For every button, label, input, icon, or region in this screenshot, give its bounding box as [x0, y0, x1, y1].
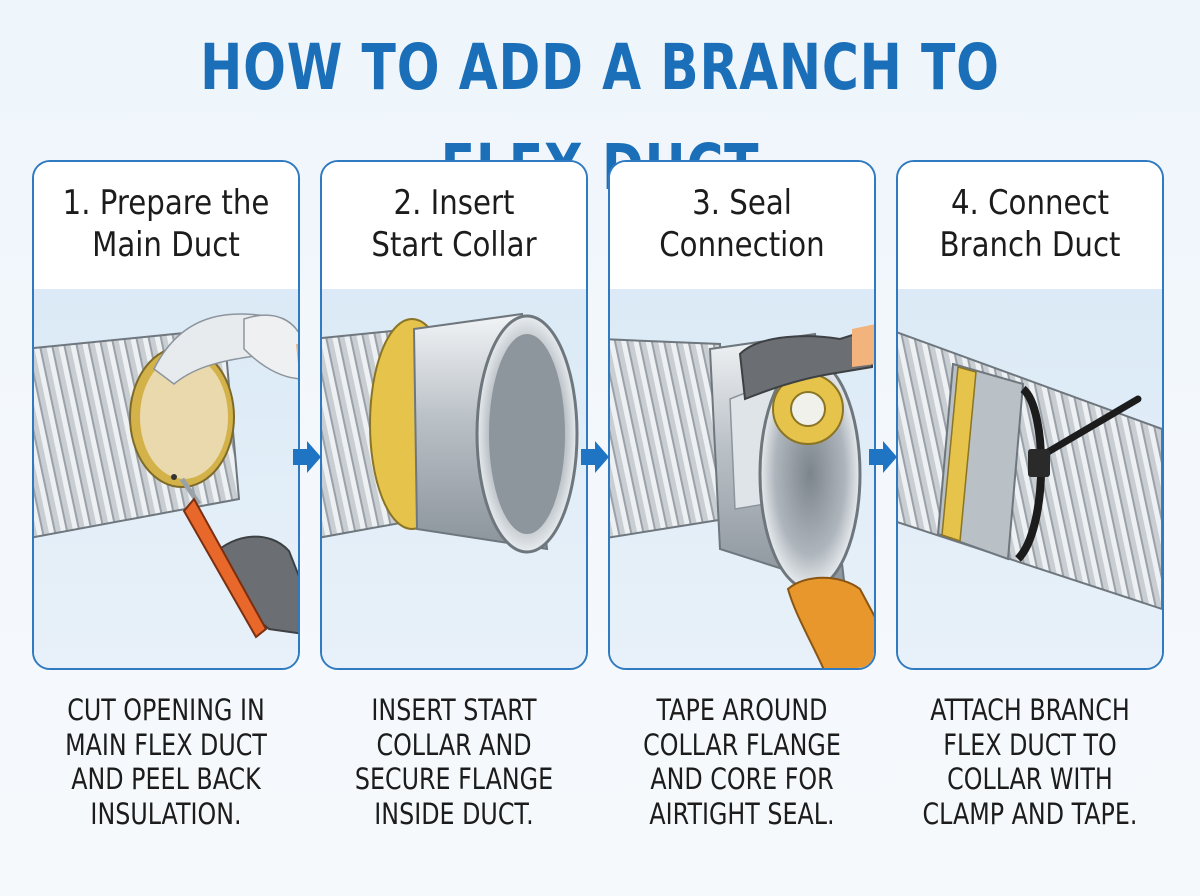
step-1-caption-line: CUT OPENING IN: [67, 693, 265, 727]
start-collar-icon: [369, 312, 579, 554]
right-arrow-icon: [869, 441, 897, 473]
gloved-hand-icon: [212, 314, 298, 635]
right-arrow-icon: [293, 441, 321, 473]
step-3-caption-line: TAPE AROUND: [656, 693, 828, 727]
step-2-caption-line: COLLAR AND: [376, 727, 532, 762]
step-4-heading: 4. Connect Branch Duct: [916, 182, 1143, 266]
step-4-illustration: [898, 289, 1162, 668]
step-4-caption-line: CLAMP AND TAPE.: [922, 796, 1138, 831]
flex-duct-icon: [610, 338, 727, 539]
step-2-heading: 2. Insert Start Collar: [340, 182, 567, 266]
step-4-caption-line: COLLAR WITH: [947, 762, 1113, 796]
step-2-heading-line-1: 2. Insert: [393, 183, 515, 223]
step-2-caption-line: INSERT START: [371, 693, 537, 727]
right-arrow-icon: [581, 441, 609, 473]
step-3-caption-line: AND CORE FOR: [650, 762, 834, 796]
step-2-caption: INSERT START COLLAR AND SECURE FLANGE IN…: [335, 693, 573, 831]
step-1-heading-line-1: 1. Prepare the: [62, 183, 270, 223]
insulation-icon: [129, 313, 298, 488]
step-3-caption: TAPE AROUND COLLAR FLANGE AND CORE FOR A…: [623, 693, 861, 831]
step-3-illustration: [610, 289, 874, 668]
gloved-hand-icon: [738, 324, 874, 668]
tape-band-icon: [936, 362, 1025, 561]
step-3-heading-line-2: Connection: [659, 225, 825, 265]
step-1-caption: CUT OPENING IN MAIN FLEX DUCT AND PEEL B…: [47, 693, 285, 831]
step-1-heading: 1. Prepare the Main Duct: [52, 182, 279, 266]
step-4-header: 4. Connect Branch Duct: [898, 162, 1162, 290]
zip-tie-clamp-icon: [1014, 385, 1142, 562]
step-1-caption-line: MAIN FLEX DUCT: [65, 727, 267, 762]
step-3-heading: 3. Seal Connection: [628, 182, 855, 266]
step-4-caption: ATTACH BRANCH FLEX DUCT TO COLLAR WITH C…: [911, 693, 1149, 831]
step-3-caption-line: COLLAR FLANGE: [643, 727, 841, 762]
step-4-heading-line-1: 4. Connect: [950, 183, 1110, 223]
step-2-panel: 2. Insert Start Collar: [320, 160, 588, 670]
step-4-heading-line-2: Branch Duct: [939, 225, 1121, 265]
step-3-heading-line-1: 3. Seal: [692, 183, 792, 223]
step-2-heading-line-2: Start Collar: [371, 225, 537, 265]
step-4-caption-line: ATTACH BRANCH: [930, 693, 1130, 727]
step-2-header: 2. Insert Start Collar: [322, 162, 586, 290]
step-3-panel: 3. Seal Connection: [608, 160, 876, 670]
step-1-illustration: [34, 289, 298, 668]
step-2-illustration: [322, 289, 586, 668]
utility-knife-icon: [179, 477, 268, 639]
step-1-header: 1. Prepare the Main Duct: [34, 162, 298, 290]
step-2-caption-line: INSIDE DUCT.: [374, 796, 534, 831]
step-1-heading-line-2: Main Duct: [92, 225, 240, 265]
step-3-caption-line: AIRTIGHT SEAL.: [649, 796, 835, 831]
tape-roll-icon: [772, 373, 844, 445]
step-1-panel: 1. Prepare the Main Duct: [32, 160, 300, 670]
step-1-caption-line: INSULATION.: [90, 796, 242, 831]
step-4-panel: 4. Connect Branch Duct: [896, 160, 1164, 670]
step-2-caption-line: SECURE FLANGE: [354, 762, 554, 796]
step-3-header: 3. Seal Connection: [610, 162, 874, 290]
step-4-caption-line: FLEX DUCT TO: [943, 727, 1117, 762]
step-1-caption-line: AND PEEL BACK: [71, 762, 261, 796]
